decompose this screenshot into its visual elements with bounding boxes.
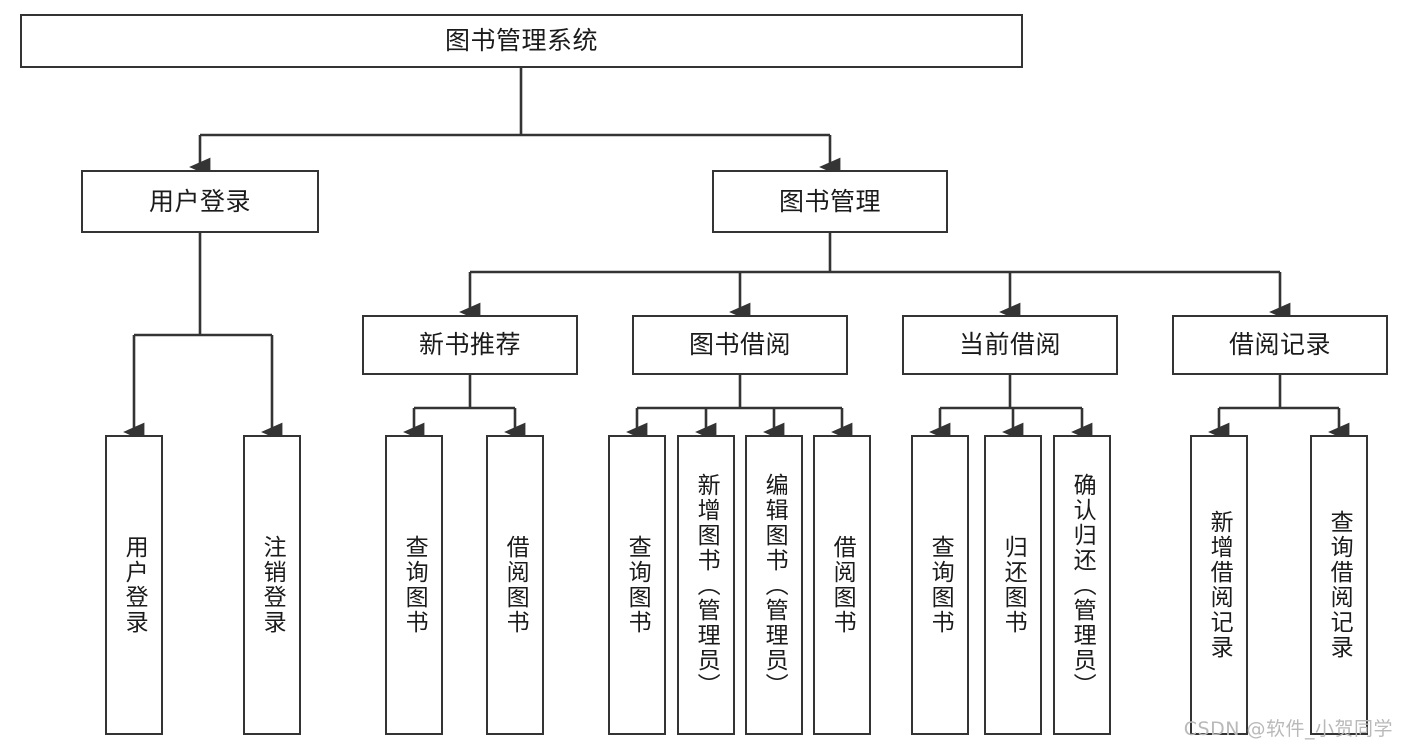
- node-return-book[interactable]: 归还图书: [984, 435, 1042, 735]
- node-newbook[interactable]: 新书推荐: [362, 315, 578, 375]
- node-q-book-2[interactable]: 查询图书: [608, 435, 666, 735]
- node-login[interactable]: 用户登录: [81, 170, 319, 233]
- node-logout[interactable]: 注销登录: [243, 435, 301, 735]
- node-bookmgr[interactable]: 图书管理: [712, 170, 948, 233]
- node-label: 查询借阅记录: [1326, 510, 1353, 660]
- node-label: 查询图书: [927, 535, 954, 635]
- node-label: 注销登录: [259, 535, 286, 635]
- node-label: 用户登录: [121, 535, 148, 635]
- node-label: 归还图书: [1000, 535, 1027, 635]
- node-label: 借阅记录: [1228, 330, 1331, 360]
- node-borrow-book-2[interactable]: 借阅图书: [813, 435, 871, 735]
- node-userlogin[interactable]: 用户登录: [105, 435, 163, 735]
- node-borrow-book-1[interactable]: 借阅图书: [486, 435, 544, 735]
- node-label: 确认归还（管理员）: [1069, 472, 1096, 698]
- node-current[interactable]: 当前借阅: [902, 315, 1118, 375]
- node-q-record[interactable]: 查询借阅记录: [1310, 435, 1368, 735]
- node-label: 编辑图书（管理员）: [761, 472, 788, 698]
- node-label: 新书推荐: [418, 330, 521, 360]
- node-label: 图书借阅: [688, 330, 791, 360]
- node-label: 新增图书（管理员）: [693, 472, 720, 698]
- node-q-book-3[interactable]: 查询图书: [911, 435, 969, 735]
- watermark: CSDN @软件_小贺同学: [1183, 718, 1393, 740]
- node-label: 图书管理系统: [444, 26, 598, 56]
- node-label: 用户登录: [148, 186, 251, 216]
- node-add-record[interactable]: 新增借阅记录: [1190, 435, 1248, 735]
- node-records[interactable]: 借阅记录: [1172, 315, 1388, 375]
- node-root[interactable]: 图书管理系统: [20, 14, 1023, 68]
- node-label: 借阅图书: [502, 535, 529, 635]
- node-label: 图书管理: [778, 186, 881, 216]
- node-q-book-1[interactable]: 查询图书: [385, 435, 443, 735]
- node-label: 查询图书: [624, 535, 651, 635]
- node-confirm-ret[interactable]: 确认归还（管理员）: [1053, 435, 1111, 735]
- node-label: 借阅图书: [829, 535, 856, 635]
- node-label: 当前借阅: [958, 330, 1061, 360]
- node-add-book[interactable]: 新增图书（管理员）: [677, 435, 735, 735]
- node-edit-book[interactable]: 编辑图书（管理员）: [745, 435, 803, 735]
- node-borrow[interactable]: 图书借阅: [632, 315, 848, 375]
- node-label: 查询图书: [401, 535, 428, 635]
- node-label: 新增借阅记录: [1206, 510, 1233, 660]
